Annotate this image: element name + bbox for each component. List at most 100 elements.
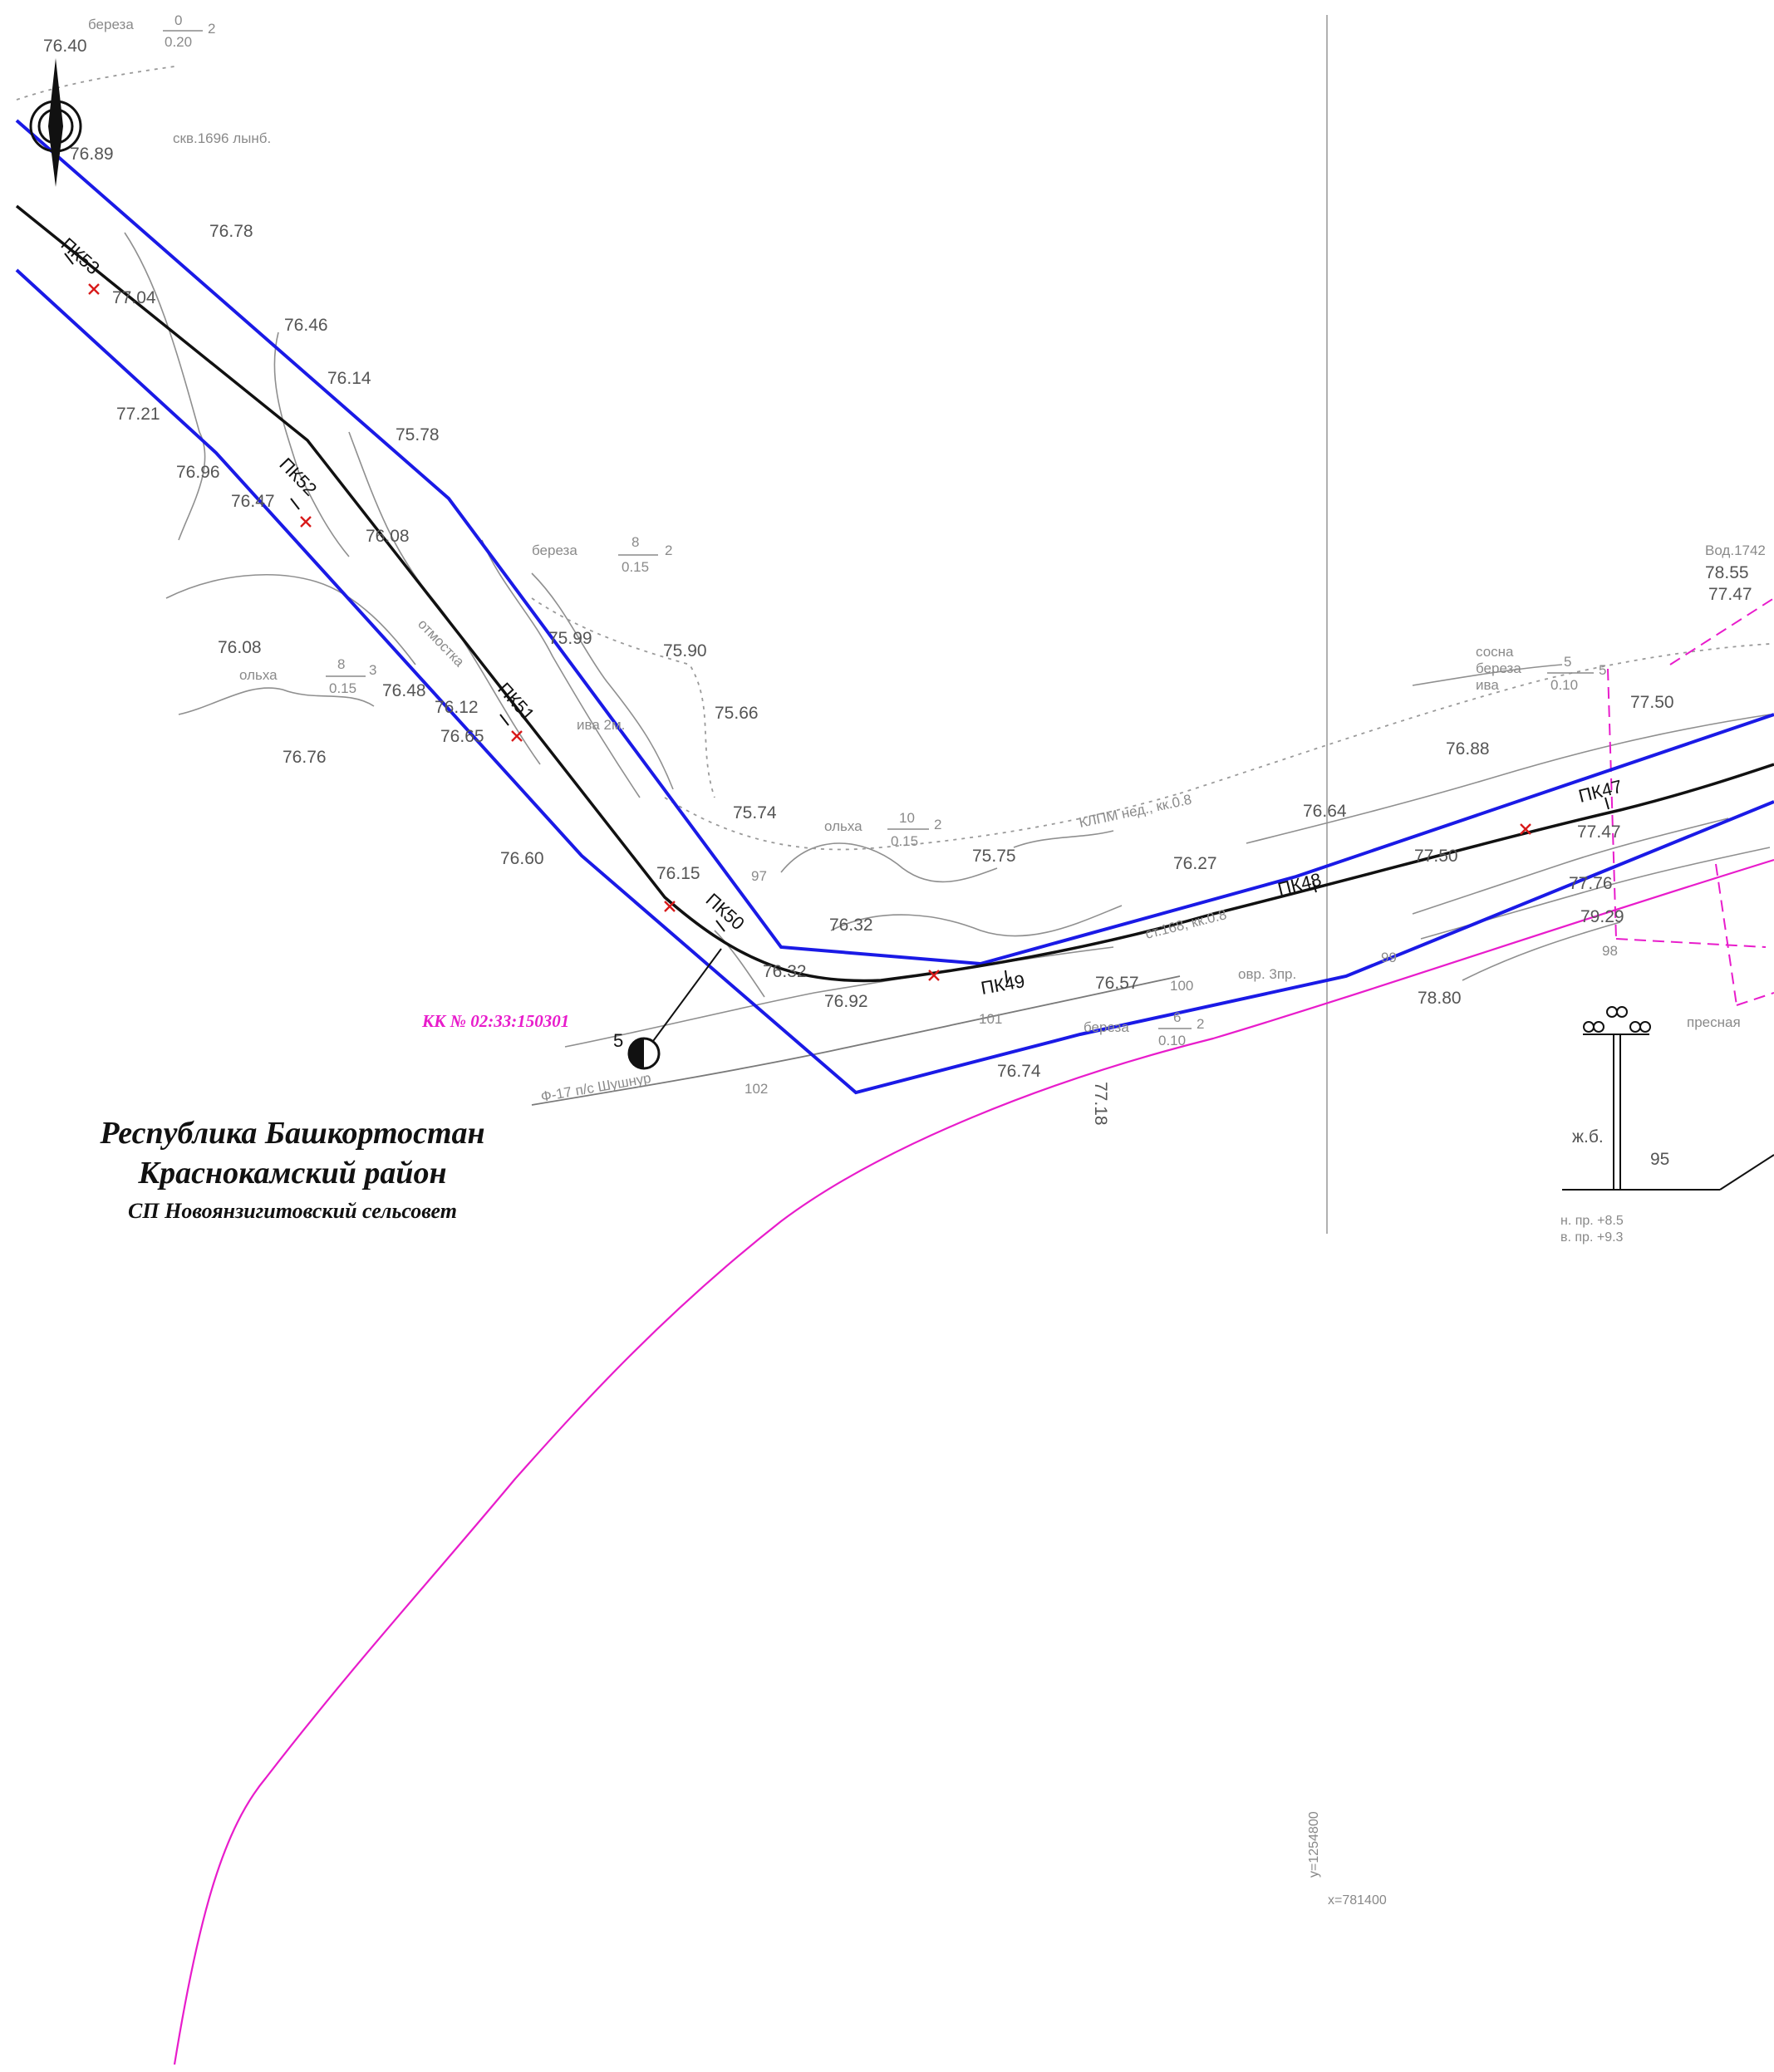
tree-note-num: 8 bbox=[337, 656, 345, 672]
tree-note-cnt: 2 bbox=[665, 543, 672, 558]
tree-note-den: 0.15 bbox=[622, 559, 649, 575]
elevation-label: 75.75 bbox=[972, 847, 1016, 866]
elevation-label: 76.92 bbox=[824, 992, 868, 1011]
tree-note: ива bbox=[1476, 677, 1499, 693]
elevation-label: 77.21 bbox=[116, 405, 160, 424]
clearance-high: в. пр. +9.3 bbox=[1560, 1230, 1624, 1245]
water-note: Вод.1742 bbox=[1705, 543, 1766, 558]
elevation-label: 75.78 bbox=[396, 425, 440, 444]
elevation-label: 76.88 bbox=[1446, 739, 1490, 759]
tree-note-num: 5 bbox=[1564, 654, 1571, 670]
elevation-label: 76.12 bbox=[435, 698, 479, 717]
tree-note: ольха bbox=[824, 818, 862, 834]
ravine-note: овр. 3пр. bbox=[1238, 966, 1296, 982]
tree-note-den: 0.15 bbox=[329, 680, 356, 696]
well-note: скв.1696 лынб. bbox=[173, 130, 271, 146]
elevation-label: 77.04 bbox=[112, 288, 156, 307]
dotted-lines bbox=[16, 66, 1771, 851]
feature-number: 101 bbox=[979, 1011, 1002, 1027]
elevation-label: 75.66 bbox=[715, 704, 759, 723]
cadastral-boundary bbox=[173, 858, 1774, 2065]
survey-notes: береза 0 0.20 2 скв.1696 лынб. береза 8 … bbox=[88, 12, 1766, 1105]
tree-note-cnt: 2 bbox=[208, 21, 215, 37]
elevation-label: 79.29 bbox=[1580, 907, 1624, 926]
elevation-label: 78.80 bbox=[1418, 989, 1462, 1008]
elevation-label: 76.32 bbox=[763, 962, 807, 981]
elevation-label: 76.74 bbox=[997, 1062, 1041, 1081]
tree-note-cnt: 2 bbox=[934, 817, 941, 832]
elevation-label: 76.64 bbox=[1303, 802, 1347, 821]
feature-number: 98 bbox=[1602, 943, 1618, 959]
tree-note: береза bbox=[1084, 1019, 1129, 1035]
tree-note-den: 0.10 bbox=[1158, 1033, 1186, 1048]
fresh-water-note: пресная bbox=[1687, 1014, 1741, 1030]
elevation-label: 76.48 bbox=[382, 681, 426, 700]
pipeline-line bbox=[531, 975, 1181, 1106]
tree-note-num: 8 bbox=[631, 534, 639, 550]
settlement-title: СП Новоянзигитовский сельсовет bbox=[128, 1199, 457, 1223]
elevation-label: 76.32 bbox=[829, 916, 873, 935]
route-markers bbox=[88, 283, 1531, 981]
clearance-low: н. пр. +8.5 bbox=[1560, 1214, 1624, 1228]
piquet-label-pk52: ПК52 bbox=[275, 454, 321, 500]
willow-note: ива 2м. bbox=[577, 717, 625, 733]
elevation-label: 75.74 bbox=[733, 803, 777, 822]
elevation-label: 76.76 bbox=[283, 748, 327, 767]
cable-note: КЛПМ нед., кк.0.8 bbox=[1078, 792, 1193, 831]
feature-number: 102 bbox=[744, 1081, 768, 1097]
road-note: ст.168, кк.0.8 bbox=[1143, 906, 1228, 942]
power-pole-icon bbox=[1562, 1006, 1774, 1191]
piquet-ticks bbox=[64, 253, 1609, 984]
elevation-label: 76.47 bbox=[231, 492, 275, 511]
tree-note-den: 0.20 bbox=[165, 34, 192, 50]
tree-note-num: 10 bbox=[899, 810, 915, 826]
tree-note-den: 0.10 bbox=[1550, 677, 1578, 693]
tree-note-num: 6 bbox=[1173, 1009, 1181, 1025]
cadastral-boundary-dashed bbox=[1607, 597, 1774, 1006]
elevation-label: 77.47 bbox=[1708, 585, 1752, 604]
elevation-label: 76.15 bbox=[656, 864, 700, 883]
feature-number: 99 bbox=[1381, 950, 1397, 965]
feature-number: 100 bbox=[1170, 978, 1193, 994]
benchmark-icon bbox=[627, 1037, 661, 1070]
elevation-label: 76.46 bbox=[284, 316, 328, 335]
piquet-label-pk49: ПК49 bbox=[980, 970, 1027, 999]
ditch-note: отмостка bbox=[415, 616, 468, 670]
elevation-label: 76.08 bbox=[218, 638, 262, 657]
region-title: Республика Башкортостан bbox=[99, 1116, 484, 1151]
cadastral-quarter-label: КК № 02:33:150301 bbox=[421, 1011, 569, 1031]
tree-note: береза bbox=[532, 543, 577, 558]
coordinate-y: у=1254800 bbox=[1307, 1811, 1321, 1878]
tree-note: сосна bbox=[1476, 644, 1514, 660]
elevation-label: 76.78 bbox=[209, 222, 253, 241]
elevation-label: 76.89 bbox=[70, 145, 114, 164]
topo-contours bbox=[124, 232, 1771, 1048]
north-arrow-icon bbox=[29, 58, 82, 187]
tree-note-cnt: 2 bbox=[1197, 1016, 1204, 1032]
elevation-label: 76.08 bbox=[366, 527, 410, 546]
pipeline-note: Ф-17 п/с Шушнур bbox=[539, 1070, 652, 1105]
elevation-label: 76.27 bbox=[1173, 854, 1217, 873]
benchmark-number: 5 bbox=[613, 1030, 623, 1051]
tree-note: ольха bbox=[239, 667, 278, 683]
district-title: Краснокамский район bbox=[137, 1156, 446, 1191]
tree-note-cnt: 5 bbox=[1599, 662, 1606, 678]
elevation-labels: 76.40 76.89 76.78 77.04 76.46 76.14 75.7… bbox=[43, 37, 1752, 1126]
elevation-label: 78.55 bbox=[1705, 563, 1749, 582]
elevation-label: 77.50 bbox=[1414, 847, 1458, 866]
pole-type-label: ж.б. bbox=[1572, 1127, 1604, 1146]
elevation-label: 76.96 bbox=[176, 463, 220, 482]
piquet-label-pk48: ПК48 bbox=[1275, 869, 1324, 900]
elevation-label: 75.90 bbox=[663, 641, 707, 660]
tree-note: береза bbox=[1476, 660, 1521, 676]
elevation-label: 76.57 bbox=[1095, 974, 1139, 993]
elevation-label: 77.47 bbox=[1577, 822, 1621, 842]
elevation-label: 76.60 bbox=[500, 849, 544, 868]
tree-note: береза bbox=[88, 17, 134, 32]
elevation-label: 77.18 bbox=[1091, 1082, 1110, 1126]
benchmark-leader bbox=[643, 948, 722, 1054]
pole-number-label: 95 bbox=[1650, 1150, 1669, 1169]
feature-number: 97 bbox=[751, 868, 767, 884]
elevation-label: 76.40 bbox=[43, 37, 87, 56]
elevation-label: 77.76 bbox=[1569, 874, 1613, 893]
